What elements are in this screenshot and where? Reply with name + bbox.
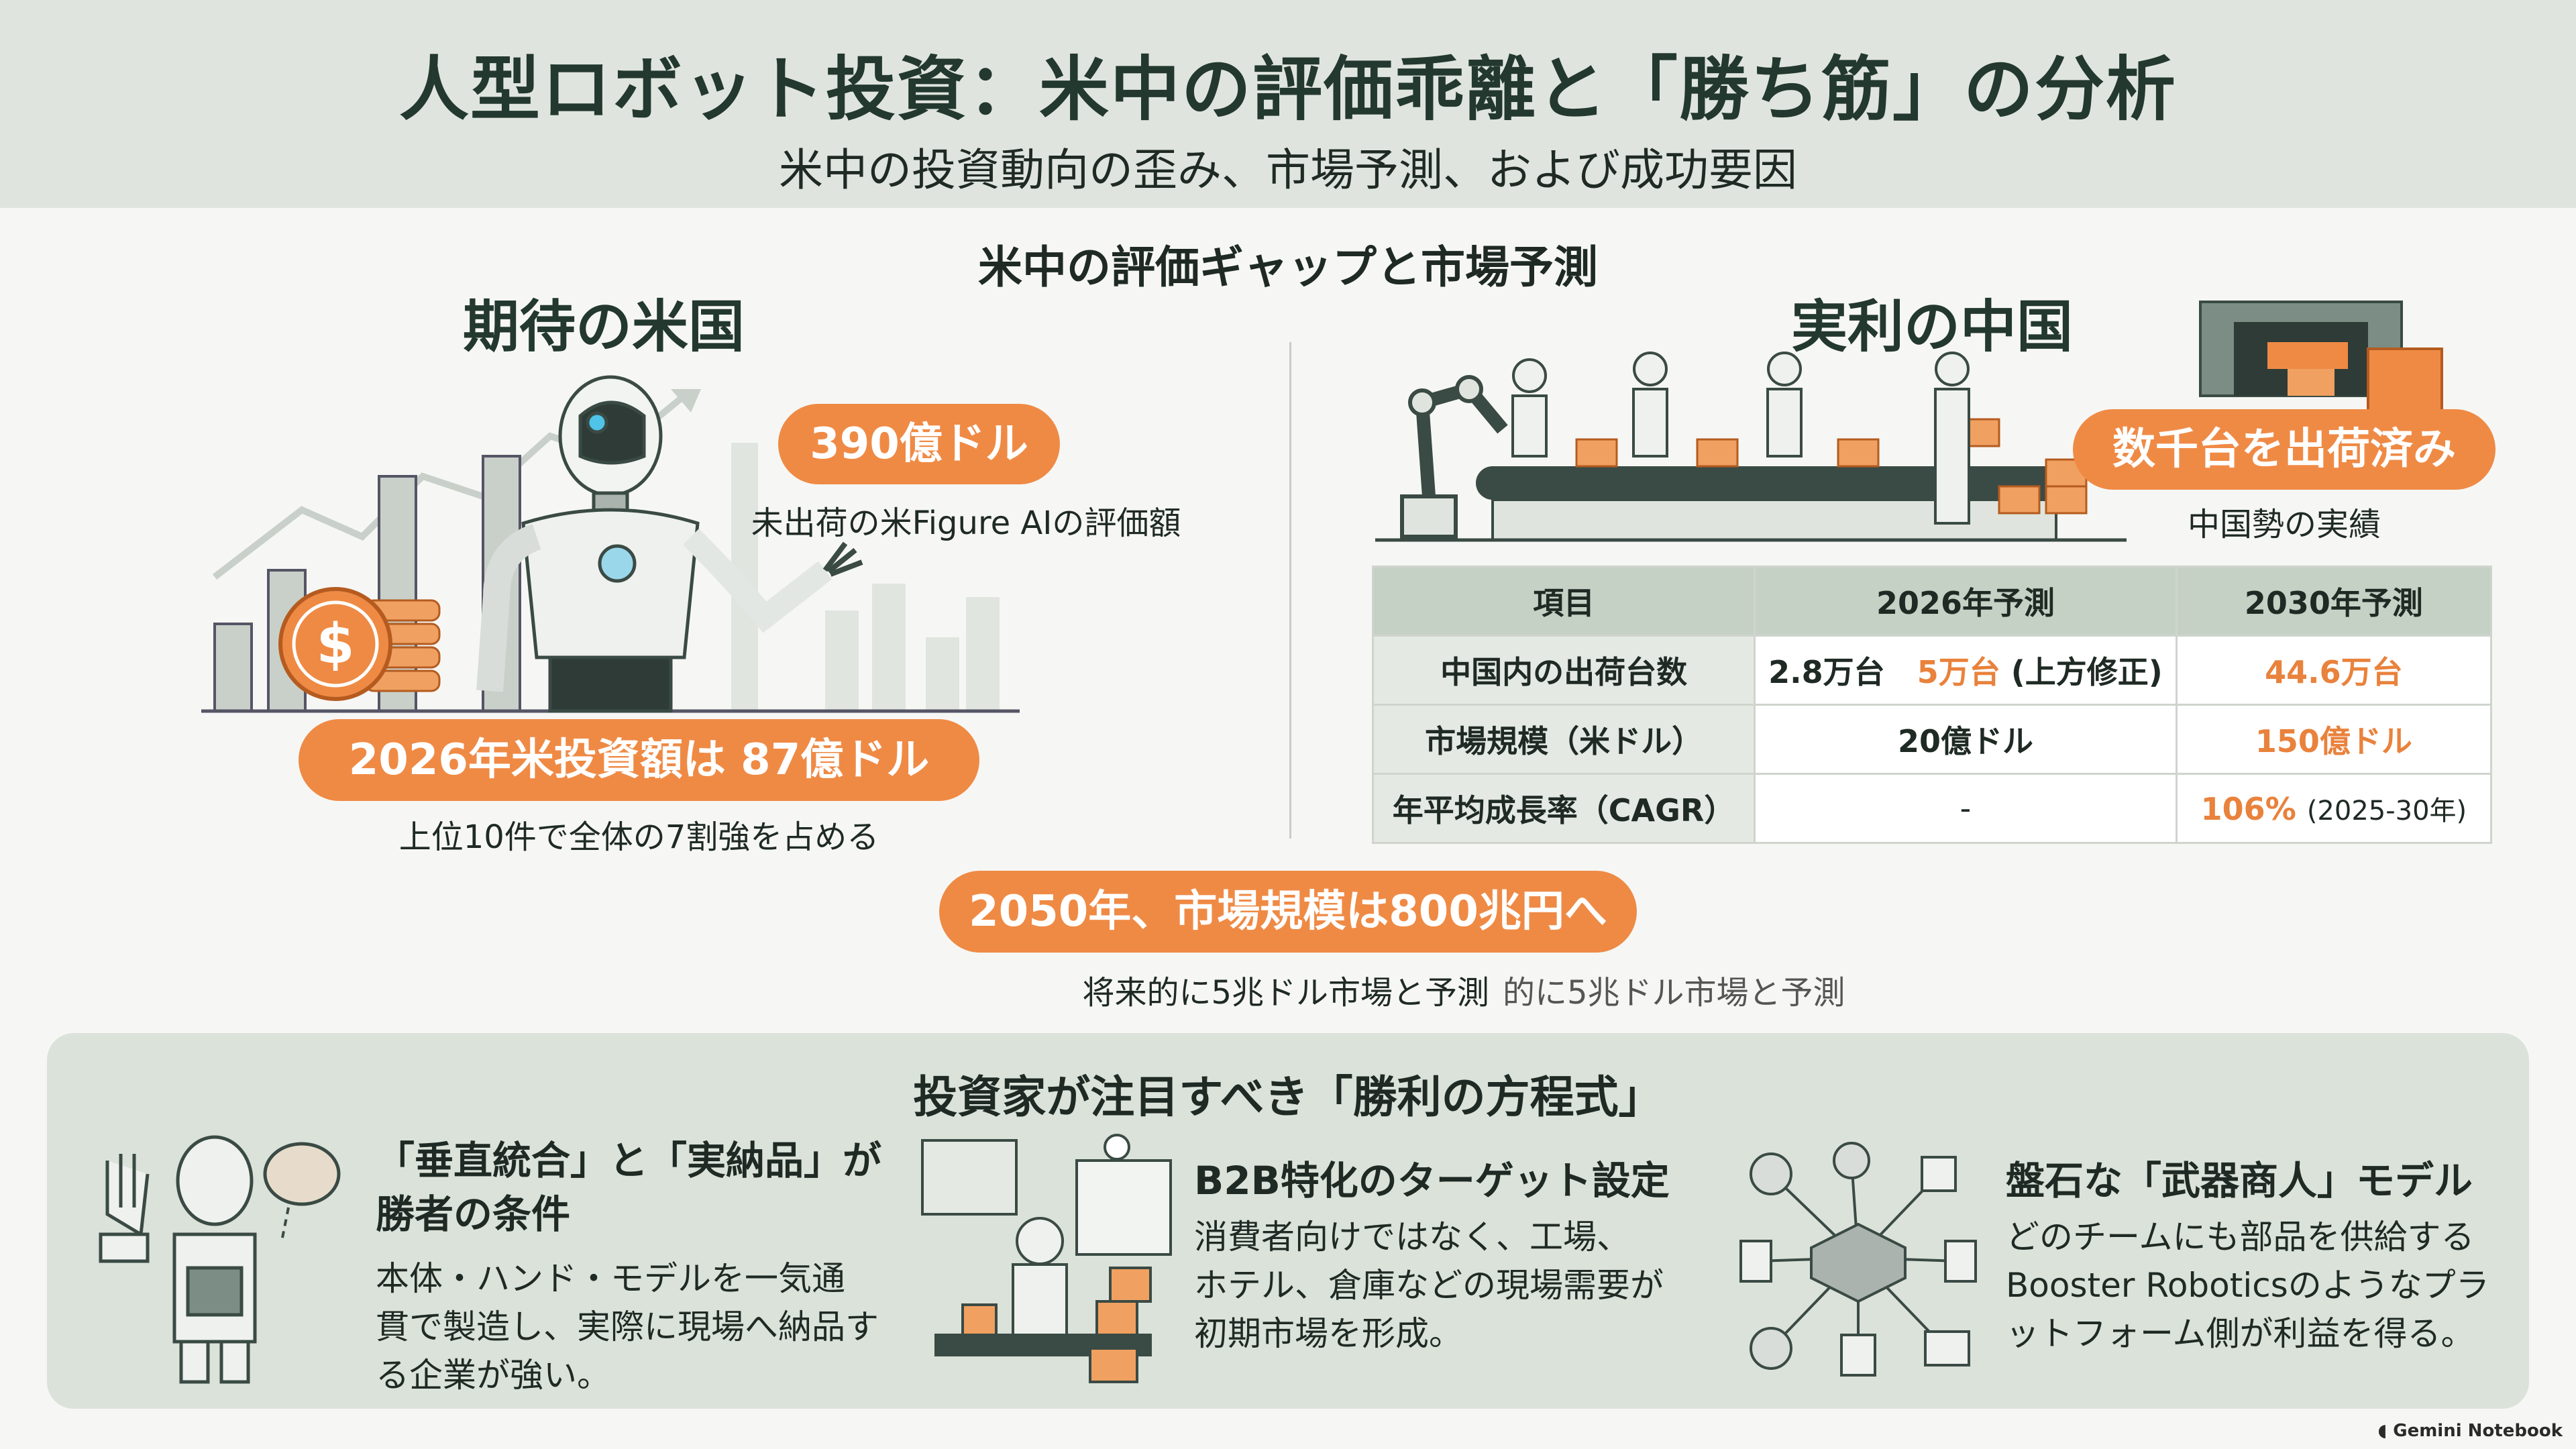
humanoid-robot-icon: [476, 375, 833, 713]
shipped-pill: 数千台を出荷済み: [2073, 409, 2496, 490]
table-row: 市場規模（米ドル） 20億ドル 150億ドル: [1371, 704, 2493, 775]
formula-title: 投資家が注目すべき「勝利の方程式」: [913, 1071, 1663, 1123]
card-1-heading: 「垂直統合」と「実納品」が 勝者の条件: [376, 1138, 882, 1237]
us-investment-pill: 2026年米投資額は 87億ドル: [299, 719, 979, 801]
us-growth-illustration: $: [201, 375, 1020, 713]
table-row-label: 中国内の出荷台数: [1371, 635, 1756, 706]
brand-watermark: ◖ Gemini Notebook: [2377, 1421, 2563, 1441]
power-icon: [1840, 1334, 1876, 1377]
svg-text:$: $: [316, 612, 354, 676]
table-cell: 150億ドル: [2175, 704, 2493, 775]
shipped-caption: 中国勢の実績: [2187, 506, 2381, 543]
section-divider: [1289, 342, 1291, 839]
battery-icon: [1739, 1240, 1772, 1283]
gear-icon: [1833, 1142, 1870, 1179]
table-cell: 106% (2025-30年): [2175, 773, 2493, 844]
device-icon: [1944, 1240, 1977, 1283]
robot-arm-icon: [1400, 375, 1508, 539]
future-caption: 将来的に5兆ドル市場と予測: [1082, 974, 1489, 1012]
card-1-body: 本体・ハンド・モデルを一気通 貫で製造し、実際に現場へ納品す る企業が強い。: [376, 1259, 879, 1395]
table-row: 中国内の出荷台数 2.8万台 5万台 (上方修正) 44.6万台: [1371, 635, 2493, 706]
page-subtitle: 米中の投資動向の歪み、市場予測、および成功要因: [779, 144, 1797, 196]
table-row-label: 年平均成長率（CAGR）: [1371, 773, 1756, 844]
page-title: 人型ロボット投資：米中の評価乖離と「勝ち筋」の分析: [398, 48, 2177, 130]
table-header: 2030年予測: [2175, 566, 2493, 637]
china-title: 実利の中国: [1790, 294, 2073, 360]
table-cell: 44.6万台: [2175, 635, 2493, 706]
table-header-row: 項目 2026年予測 2030年予測: [1371, 566, 2493, 637]
card-2-heading: B2B特化のターゲット設定: [1194, 1158, 1670, 1203]
table-row-label: 市場規模（米ドル）: [1371, 704, 1756, 775]
monitor-icon: [1924, 1330, 1970, 1366]
platform-hub-icon: [1739, 1142, 1977, 1377]
formula-panel: [47, 1033, 2529, 1409]
shipping-container-icon: [2199, 301, 2443, 444]
table-cell: 20億ドル: [1754, 704, 2178, 775]
card-3-body: どのチームにも部品を供給する Booster Roboticsのようなプラ ット…: [2006, 1218, 2489, 1353]
table-cell: -: [1754, 773, 2178, 844]
valuation-caption: 未出荷の米Figure AIの評価額: [751, 504, 1181, 542]
chip-icon: [1921, 1156, 1957, 1192]
b2b-factory-icon: [921, 1134, 1172, 1383]
card-2-body: 消費者向けではなく、工場、 ホテル、倉庫などの現場需要が 初期市場を形成。: [1194, 1218, 1664, 1353]
us-investment-caption: 上位10件で全体の7割強を占める: [398, 818, 879, 856]
forecast-table: 項目 2026年予測 2030年予測 中国内の出荷台数 2.8万台 5万台 (上…: [1371, 566, 2493, 844]
gap-section-title: 米中の評価ギャップと市場予測: [978, 241, 1598, 293]
future-caption-echo: 的に5兆ドル市場と予測: [1503, 974, 1845, 1012]
table-row: 年平均成長率（CAGR） - 106% (2025-30年): [1371, 773, 2493, 844]
table-cell: 2.8万台 5万台 (上方修正): [1754, 635, 2178, 706]
card-3-heading: 盤石な「武器商人」モデル: [2006, 1158, 2473, 1203]
worker-robot-icon: [1511, 352, 1970, 525]
header-band: [0, 0, 2576, 208]
vertical-integration-icon: [99, 1135, 341, 1384]
factory-line-illustration: [1375, 301, 2443, 542]
future-market-pill: 2050年、市場規模は800兆円へ: [939, 871, 1637, 953]
gear-icon: [1750, 1152, 1792, 1195]
valuation-pill: 390億ドル: [778, 404, 1060, 484]
table-header: 項目: [1371, 566, 1756, 637]
table-header: 2026年予測: [1754, 566, 2178, 637]
dollar-coin-icon: [278, 587, 392, 701]
gear-icon: [1750, 1327, 1792, 1370]
brand-logo-icon: ◖: [2377, 1421, 2394, 1441]
us-title: 期待の米国: [462, 294, 745, 360]
